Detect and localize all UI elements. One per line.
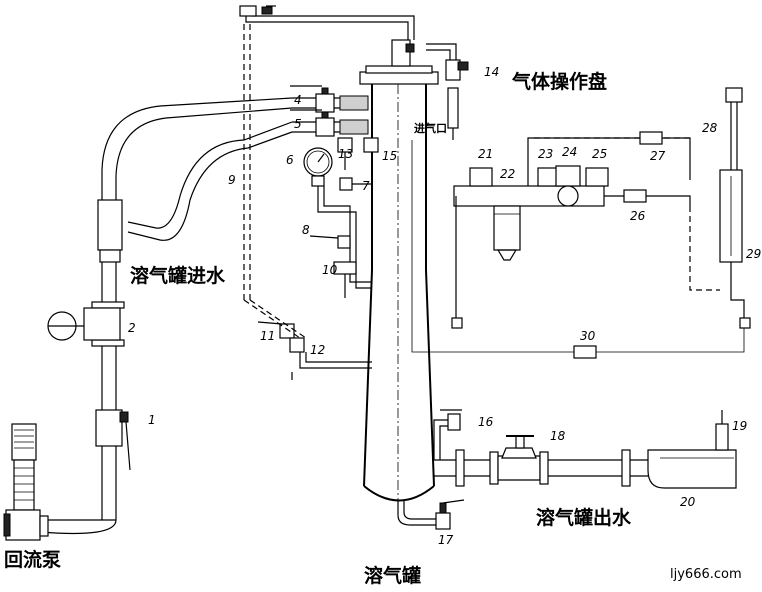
part-number-28: 28 [702,121,718,135]
part-number-13: 13 [338,147,353,161]
part-number-29: 29 [746,247,761,261]
part-number-26: 26 [630,209,646,223]
outlet-line [433,409,737,489]
part-number-14: 14 [484,65,499,79]
valve-14-line [426,43,469,140]
watermark: ljy666.com [670,567,742,582]
part-number-18: 18 [550,429,566,443]
tank-label: 溶气罐 [364,564,421,587]
pump-label: 回流泵 [4,548,61,571]
part-number-11: 11 [260,329,275,343]
return-pump [3,423,49,541]
part-number-2: 2 [128,321,136,335]
part-number-22: 22 [500,167,515,181]
tank-outlet-label: 溶气罐出水 [536,506,632,529]
dissolved-air-tank [359,39,465,530]
part-number-5: 5 [294,117,302,131]
part-number-16: 16 [478,415,494,429]
part-number-20: 20 [680,495,696,509]
part-number-17: 17 [438,533,454,547]
part-number-27: 27 [650,149,666,163]
part-number-19: 19 [732,419,747,433]
tank-inlet-label: 溶气罐进水 [130,264,226,287]
part-number-30: 30 [580,329,596,343]
part-number-1: 1 [148,413,156,427]
part-number-25: 25 [592,147,607,161]
top-bypass-pipes [239,5,415,300]
pipe-9 [101,97,293,241]
lines-4-5 [290,85,379,170]
part-number-15: 15 [382,149,397,163]
part-number-10: 10 [322,263,338,277]
gas-panel-label: 气体操作盘 [511,70,607,93]
part-number-8: 8 [302,223,310,237]
air-inlet-label: 进气口 [414,121,447,135]
part-number-23: 23 [538,147,553,161]
part-number-7: 7 [362,179,370,193]
part-number-24: 24 [562,145,577,159]
part-number-12: 12 [310,343,325,357]
instrument-lines [243,147,372,380]
part-number-4: 4 [294,93,302,107]
part-number-21: 21 [478,147,493,161]
part-numbers: 1 2 4 5 6 7 8 9 10 11 12 13 14 15 16 17 … [128,65,761,547]
part-number-9: 9 [228,173,236,187]
part-number-6: 6 [286,153,294,167]
riser [39,199,131,535]
gas-panel [411,87,751,359]
labels: 回流泵 溶气罐 溶气罐进水 溶气罐出水 气体操作盘 进气口 [4,70,632,587]
